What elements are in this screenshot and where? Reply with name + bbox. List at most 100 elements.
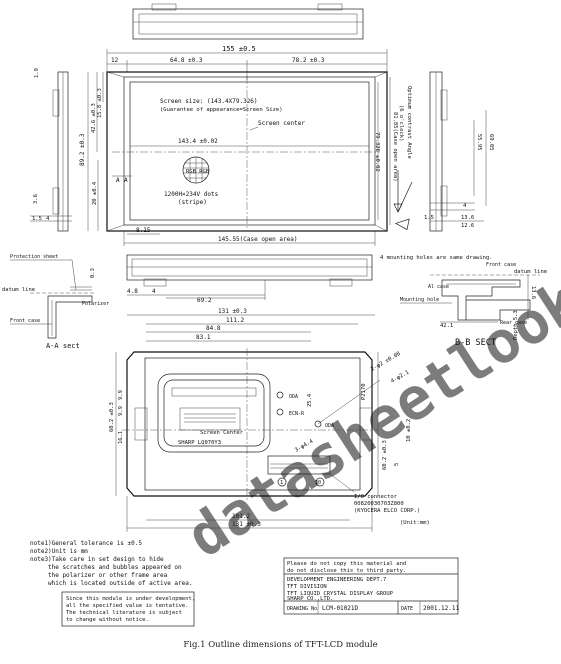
note-3c: the polarizer or other frame area — [48, 572, 168, 579]
section-mark-a-right: A — [124, 177, 128, 184]
note-3a: note3)Take care in set design to hide — [30, 556, 164, 563]
rear-left-dim-a: 60.2 ±0.3 — [109, 402, 115, 432]
dim-upper-b: 15.8 ±0.3 — [97, 88, 103, 118]
dev-note-1: Since this module is under development, — [66, 596, 195, 602]
dim-case-open-width: 145.55(Case open area) — [218, 236, 297, 243]
connector-line-2: 00820030703Z800 — [354, 501, 404, 507]
aa-dim-a: 0.3 — [90, 268, 96, 278]
dim-active-width: 143.4 ±0.02 — [178, 138, 218, 145]
screen-center-label: Screen center — [258, 120, 305, 127]
outline-drawing: datasheetlook.com 155 ±0.5 12 64.8 ±0.3 … — [2, 3, 561, 627]
rear-screen-center: Screen Center — [200, 430, 244, 436]
aa-datum-line: datum line — [2, 287, 35, 293]
dept-line-1: DEVELOPMENT ENGINEERING DEPT.7 — [287, 577, 386, 583]
right-dim-d: 13.6 — [461, 215, 474, 221]
bb-dim-hole: 42.1 — [440, 323, 453, 329]
right-dim-c: 4 — [463, 203, 467, 209]
dim-case-open-height: 81.85(Case open area) — [392, 112, 398, 182]
pixel-layout-text: (stripe) — [178, 199, 207, 206]
bottom-dim-left: 4.8 — [127, 288, 138, 295]
unit-label: (Unit:mm) — [400, 520, 430, 526]
left-side-view: 1.9 3.6 1.5 4 — [30, 68, 72, 232]
title-block: Please do not copy this material and do … — [283, 557, 460, 615]
rear-dim-c: 84.8 — [206, 325, 221, 332]
bottom-edge-view: 4.8 4 69.2 — [126, 254, 373, 304]
screen-size-note: (Guarantee of appearance=Screen Size) — [160, 107, 283, 113]
dim-overall-width: 155 ±0.5 — [222, 45, 256, 53]
dim-bottom-offset: 8.15 — [136, 227, 151, 234]
note-2: note2)Unit is mm — [30, 548, 88, 555]
bb-datum-line: datum line — [514, 269, 547, 275]
drawing-no-label: DRAWING No — [287, 606, 317, 612]
drawing-no: LCM-01021D — [322, 605, 359, 612]
note-1: note1)General tolerance is ±0.5 — [30, 540, 142, 547]
right-dim-a: 55.95 — [476, 134, 482, 151]
left-dim-c: 1.5 — [32, 216, 42, 222]
rgb-pixel-label: RGB RGB — [186, 169, 210, 175]
figure-caption: Fig.1 Outline dimensions of TFT-LCD modu… — [183, 640, 378, 650]
bottom-dim-small: 4 — [152, 288, 156, 295]
left-dim-a: 1.9 — [34, 68, 40, 78]
dev-note-2: all the specified value is tentative. — [66, 603, 189, 609]
bb-note: 4 mounting holes are same drawing. — [380, 255, 493, 261]
rear-dim-e: 25.4 — [307, 393, 313, 407]
rear-label-a: ODA — [289, 394, 298, 400]
dim-lower: 20 ±0.4 — [92, 181, 98, 205]
section-mark-a-left: A — [116, 177, 120, 184]
dept-line-2: TFT DIVISION — [287, 584, 327, 590]
aa-front-case: Front case — [10, 318, 40, 324]
drawing-date: 2001.12.11 — [423, 605, 460, 612]
aa-polarizer: Polarizer — [82, 301, 109, 307]
bb-depth: Depth 5.3 — [513, 310, 519, 340]
rear-right-dim-d: P2170 — [361, 383, 367, 400]
rear-right-dim-c: 5 — [394, 463, 400, 466]
rear-dim-b: 111.2 — [226, 317, 244, 324]
rear-label-b: ECN-R — [289, 411, 305, 417]
svg-text:4: 4 — [46, 216, 50, 222]
rear-right-dim-a: 60.2 ±0.3 — [382, 440, 388, 470]
dim-upper-a: 42.6 ±0.3 — [91, 103, 97, 133]
section-aa: Protection sheet datum line Polarizer Fr… — [2, 254, 109, 350]
bb-rear-case: Rear case — [500, 320, 527, 326]
rear-label-c: ODA — [325, 423, 334, 429]
sticker-text: SHARP LQ070Y3 — [178, 440, 221, 446]
rear-bottom-a: 101.2 — [232, 513, 250, 520]
connector-line-1: I/O connector — [354, 494, 398, 500]
dept-line-3: TFT LIQUID CRYSTAL DISPLAY GROUP — [287, 591, 394, 597]
viewing-angle-sub: (6 o'clock) — [398, 105, 404, 141]
top-edge-view — [132, 3, 364, 40]
aa-title: A-A sect — [46, 342, 80, 350]
bb-mounting-hole: Mounting hole — [400, 297, 439, 303]
front-view: 155 ±0.5 12 64.8 ±0.3 78.2 ±0.3 Screen s… — [79, 45, 413, 246]
rear-view: 131 ±0.3 111.2 84.8 83.1 SHARP LQ070Y3 S… — [109, 308, 430, 532]
pin-1-label: 1 — [280, 480, 283, 486]
pin-30-label: 30 — [315, 480, 321, 486]
right-dim-b: 69.05 — [488, 134, 494, 151]
bb-title: B-B SECT — [455, 338, 496, 348]
right-dim-f: 1.5 — [424, 215, 434, 221]
dim-active-height: 79.326 ±0.02 — [374, 132, 380, 172]
bb-front-case: Front case — [486, 262, 516, 268]
rear-dim-a: 131 ±0.3 — [218, 308, 247, 315]
copy-warning-2: do not disclose this to third party. — [287, 568, 406, 574]
viewing-angle-text: Optimum contrast Angle — [406, 86, 412, 159]
rear-bottom-b: 131 ±0.3 — [232, 521, 261, 528]
connector-line-3: (KYOCERA ELCO CORP.) — [354, 508, 420, 514]
dev-note-4: to change without notice. — [66, 617, 149, 623]
company-name: SHARP CO.,LTD. — [287, 596, 333, 602]
bb-al-case: Al case — [428, 284, 449, 290]
rear-left-dim-b: 16.1 — [118, 431, 124, 444]
dev-note-3: The technical literature is subject — [66, 610, 182, 616]
bottom-dim-center: 69.2 — [197, 297, 212, 304]
dim-left-margin: 12 — [111, 57, 119, 64]
date-label: DATE — [401, 606, 413, 612]
aa-protection-sheet: Protection sheet — [10, 254, 58, 260]
note-3d: which is located outside of active area. — [48, 580, 193, 587]
rear-left-dim-d: 9.9 — [118, 390, 124, 400]
dim-left-half: 64.8 ±0.3 — [170, 57, 203, 64]
dim-overall-height: 89.2 ±0.3 — [79, 133, 86, 166]
resolution-text: 1200H×234V dots — [164, 191, 219, 198]
right-side-view: 55.95 69.05 4 13.6 12.6 1.5 — [424, 71, 494, 232]
section-bb: 4 mounting holes are same drawing. Front… — [380, 255, 547, 348]
dim-right-half: 78.2 ±0.3 — [292, 57, 325, 64]
